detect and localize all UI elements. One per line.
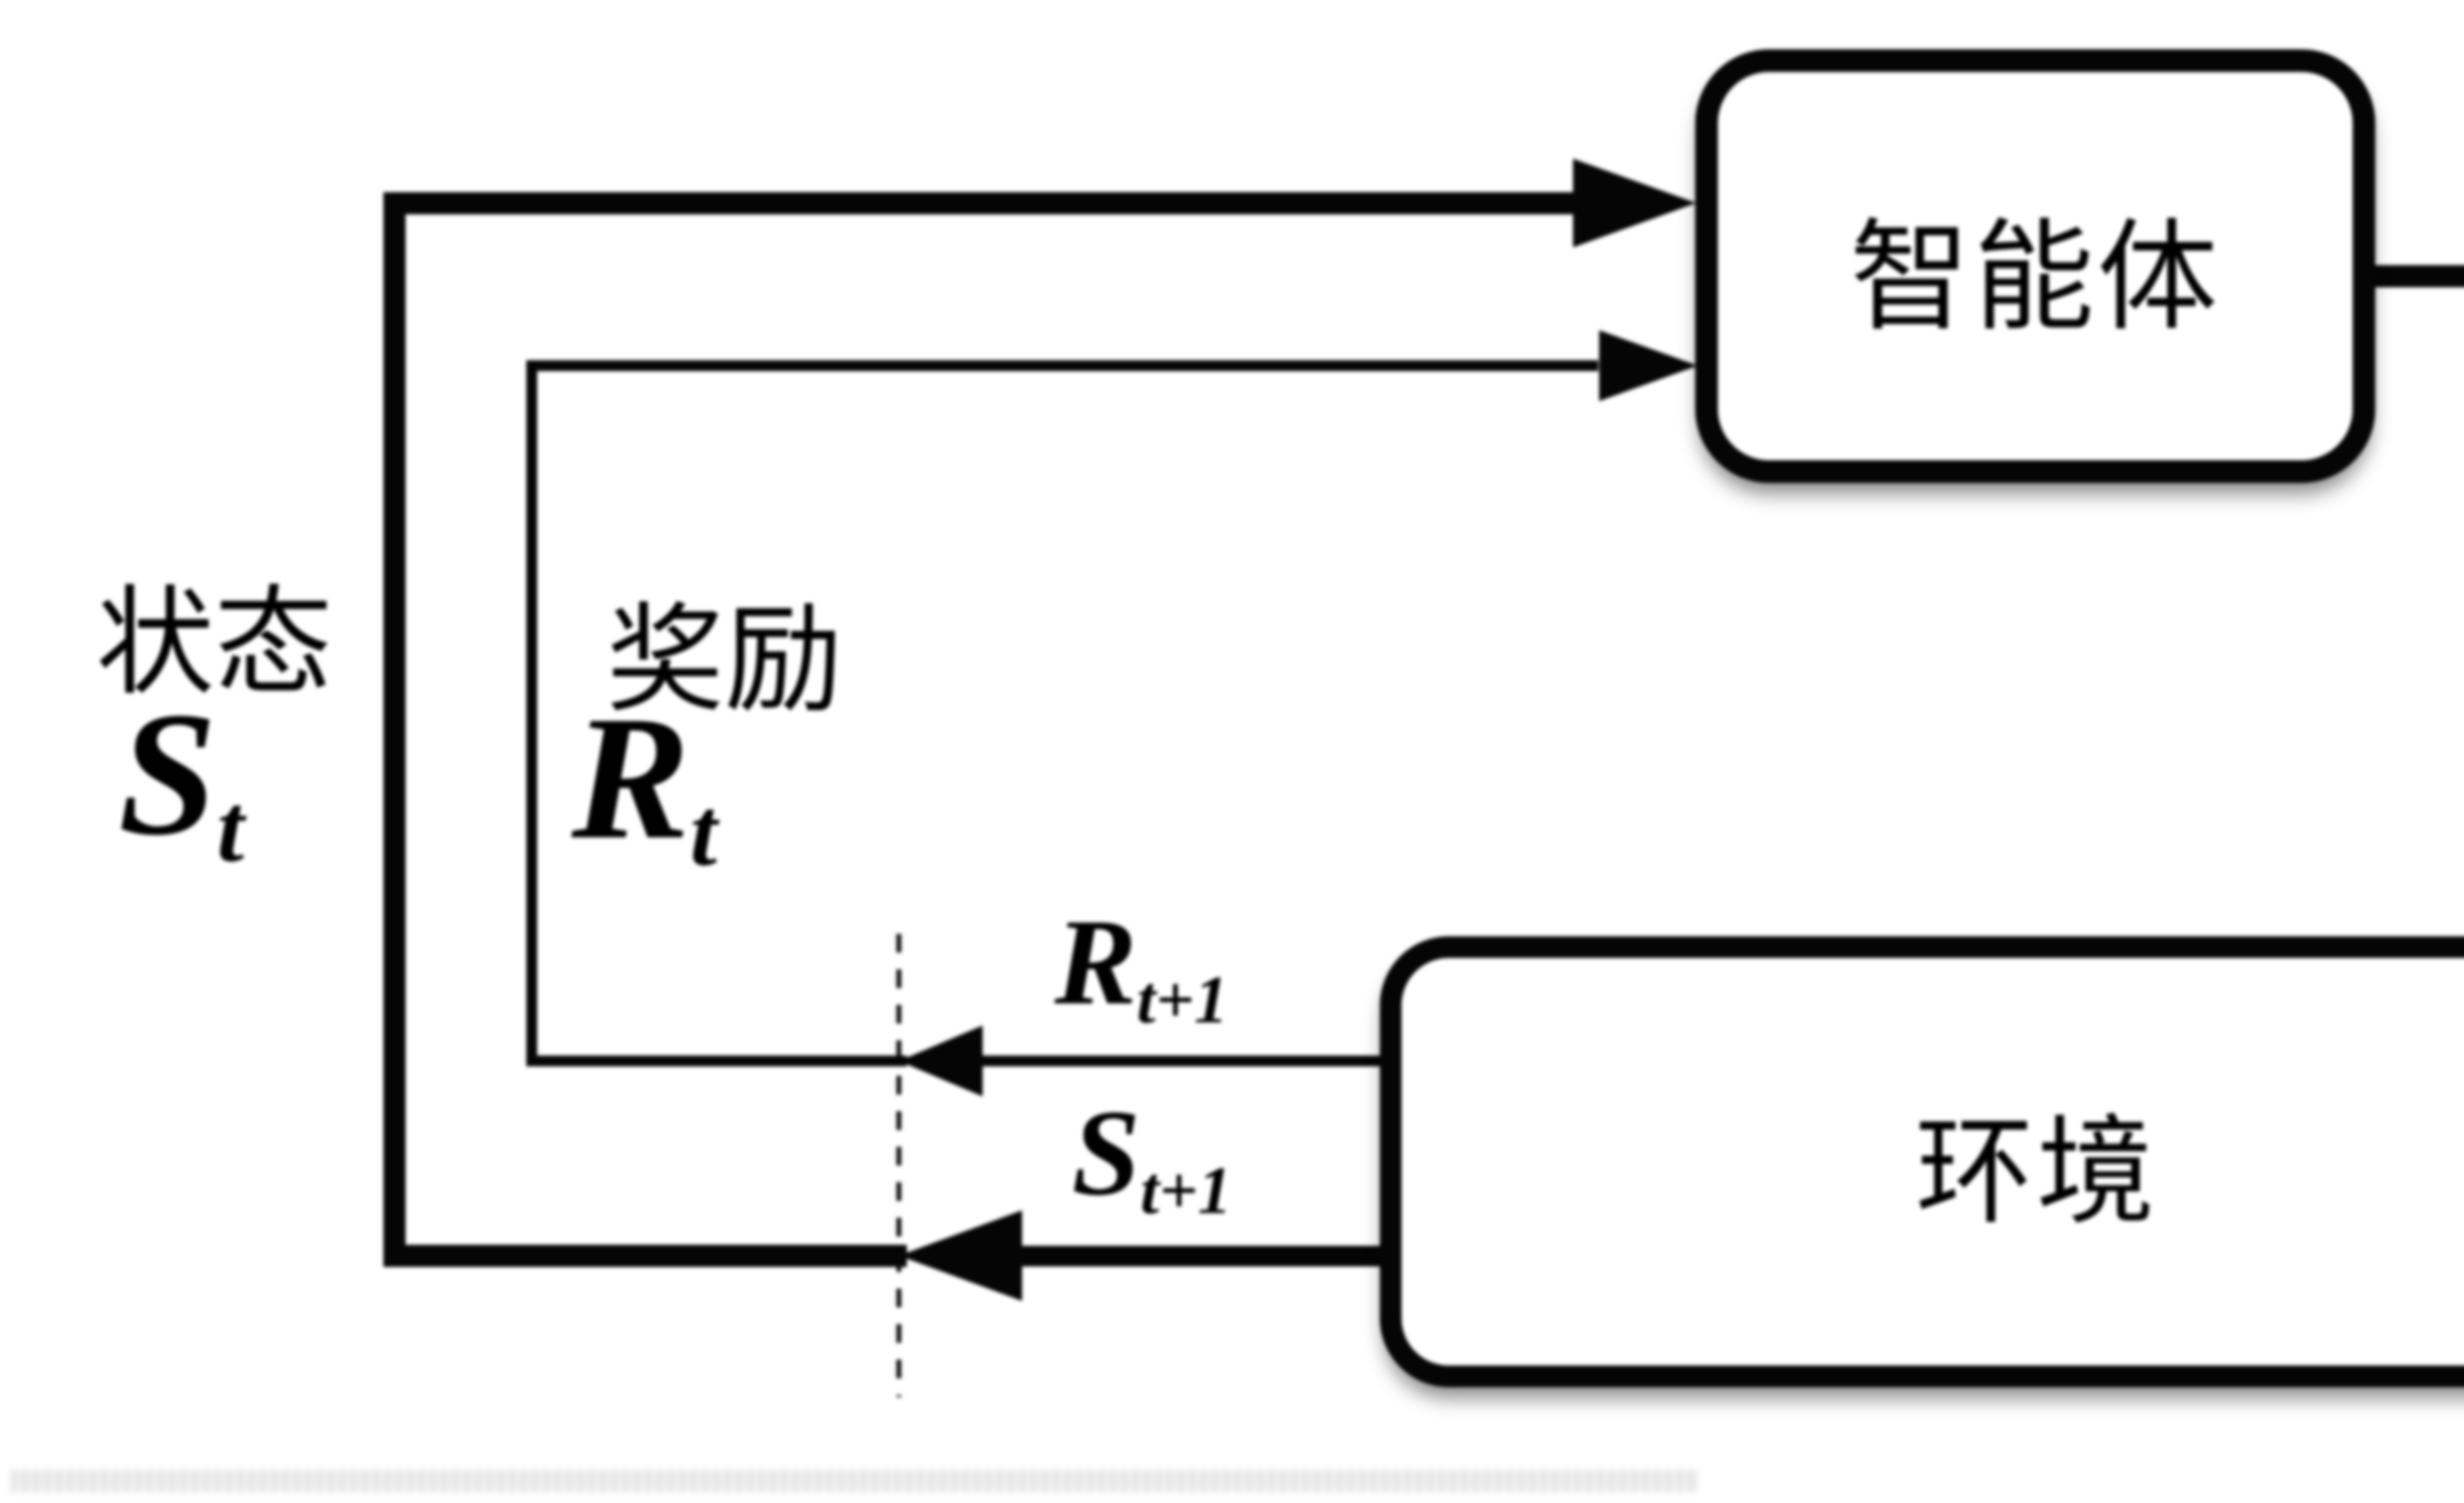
- reward-symbol-base: R: [572, 679, 690, 876]
- reward-loop-vertical-line: [526, 360, 537, 1066]
- environment-box: 环境: [1380, 936, 2464, 1387]
- state-into-agent-arrowhead: [1573, 159, 1696, 247]
- next-state-arrowhead: [899, 1210, 1022, 1301]
- state-symbol-base: S: [118, 675, 217, 872]
- reward-into-agent-arrowhead: [1599, 330, 1698, 401]
- next-reward-left-segment-line: [526, 1056, 907, 1066]
- reward-symbol: Rt: [572, 689, 717, 881]
- next-state-symbol-base: S: [1072, 1085, 1141, 1221]
- next-reward-symbol: Rt+1: [1055, 901, 1228, 1033]
- next-reward-arrowhead: [899, 1025, 983, 1096]
- next-state-symbol-subscript: t+1: [1140, 1152, 1232, 1228]
- reward-symbol-subscript: t: [690, 778, 718, 886]
- agent-box: 智能体: [1695, 49, 2375, 483]
- next-state-left-segment-line: [383, 1245, 907, 1267]
- agent-label: 智能体: [1849, 211, 2221, 345]
- time-step-dashed-divider: [896, 934, 901, 1397]
- state-symbol: St: [118, 685, 244, 877]
- cropped-caption-remnant: [12, 1469, 1698, 1492]
- state-symbol-subscript: t: [217, 774, 244, 882]
- next-reward-symbol-subscript: t+1: [1136, 961, 1229, 1037]
- next-state-from-environment-line: [1020, 1246, 1381, 1266]
- next-reward-symbol-base: R: [1055, 894, 1137, 1030]
- state-to-agent-line: [383, 192, 1576, 214]
- reward-to-agent-line: [526, 360, 1598, 371]
- next-state-symbol: St+1: [1072, 1092, 1232, 1224]
- reward-label: 奖励: [606, 595, 843, 726]
- agent-action-output-line: [2373, 265, 2464, 287]
- environment-label: 环境: [1915, 1107, 2158, 1238]
- next-reward-from-environment-line: [981, 1056, 1381, 1066]
- state-loop-vertical-line: [383, 192, 406, 1266]
- state-label: 状态: [96, 578, 333, 709]
